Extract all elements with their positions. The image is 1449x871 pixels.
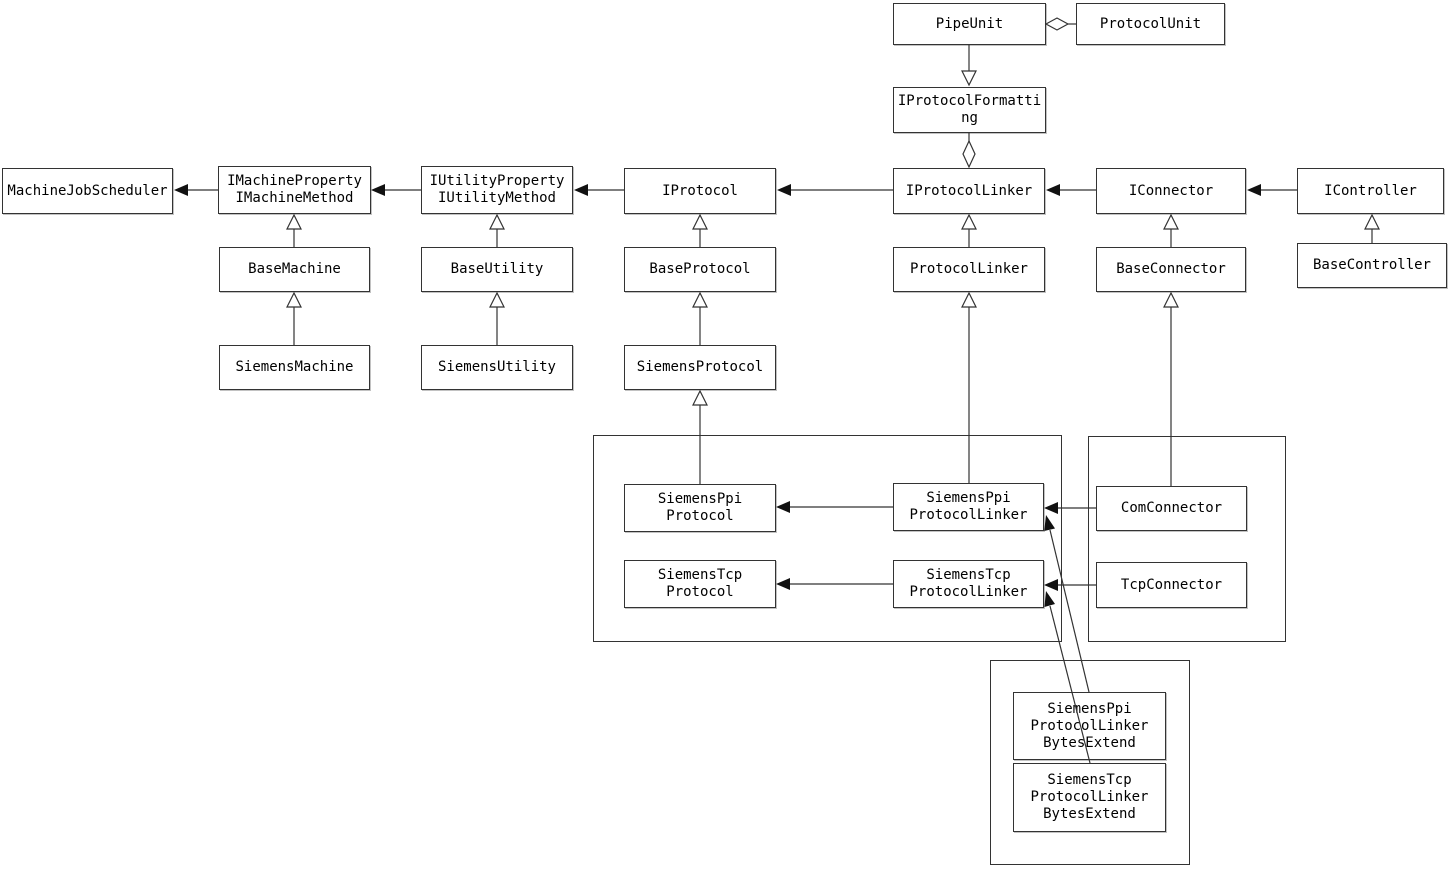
edge-siemensutility-baseutility: [489, 291, 505, 345]
node-siemens-ppi-protocol-linker-bytes-extend[interactable]: SiemensPpi ProtocolLinker BytesExtend: [1013, 692, 1166, 760]
node-siemens-ppi-protocol-linker[interactable]: SiemensPpi ProtocolLinker: [893, 483, 1044, 531]
node-iconnector[interactable]: IConnector: [1096, 168, 1246, 214]
edge-basecontroller-icontroller: [1364, 213, 1380, 243]
node-base-controller[interactable]: BaseController: [1297, 243, 1447, 288]
edge-baseutility-iutility: [489, 213, 505, 247]
edge-pipeunit-iprotocolformatting: [961, 45, 977, 87]
node-siemens-ppi-protocol[interactable]: SiemensPpi Protocol: [624, 484, 776, 532]
edge-baseconnector-iconnector: [1163, 213, 1179, 247]
edge-basemachine-imachine: [286, 213, 302, 247]
node-iprotocol-formatting[interactable]: IProtocolFormatting: [893, 87, 1046, 133]
node-siemens-utility[interactable]: SiemensUtility: [421, 345, 573, 390]
edge-siemensmachine-basemachine: [286, 291, 302, 345]
node-siemens-tcp-protocol[interactable]: SiemensTcp Protocol: [624, 560, 776, 608]
edge-iconnector-iprotocollinker: [1046, 184, 1096, 196]
node-machine-job-scheduler[interactable]: MachineJobScheduler: [2, 168, 173, 214]
edge-pipeunit-protocolunit: [1044, 17, 1076, 31]
node-imachine-property-method[interactable]: IMachineProperty IMachineMethod: [218, 166, 371, 214]
edge-baseprotocol-iprotocol: [692, 213, 708, 247]
node-base-protocol[interactable]: BaseProtocol: [624, 247, 776, 292]
group-siemens-protocol-linker: [593, 435, 1062, 642]
node-protocol-linker[interactable]: ProtocolLinker: [893, 247, 1045, 292]
edge-iprotocol-iutility: [574, 184, 624, 196]
node-siemens-protocol[interactable]: SiemensProtocol: [624, 345, 776, 390]
edge-icontroller-iconnector: [1247, 184, 1297, 196]
node-siemens-machine[interactable]: SiemensMachine: [219, 345, 370, 390]
node-tcp-connector[interactable]: TcpConnector: [1096, 562, 1247, 608]
edge-iprotocolformatting-iprotocollinker: [962, 133, 976, 169]
node-iutility-property-method[interactable]: IUtilityProperty IUtilityMethod: [421, 166, 573, 214]
edge-protocollinker-iprotocollinker: [961, 213, 977, 247]
node-base-utility[interactable]: BaseUtility: [421, 247, 573, 292]
node-base-machine[interactable]: BaseMachine: [219, 247, 370, 292]
node-com-connector[interactable]: ComConnector: [1096, 486, 1247, 531]
edge-iprotocollinker-iprotocol: [777, 184, 893, 196]
node-siemens-tcp-protocol-linker[interactable]: SiemensTcp ProtocolLinker: [893, 560, 1044, 608]
node-iprotocol-linker[interactable]: IProtocolLinker: [893, 168, 1045, 214]
node-iprotocol[interactable]: IProtocol: [624, 168, 776, 214]
node-siemens-tcp-protocol-linker-bytes-extend[interactable]: SiemensTcp ProtocolLinker BytesExtend: [1013, 763, 1166, 832]
node-base-connector[interactable]: BaseConnector: [1096, 247, 1246, 292]
node-pipe-unit[interactable]: PipeUnit: [893, 3, 1046, 45]
edge-imachine-machinejobscheduler: [174, 184, 218, 196]
edge-siemensprotocol-baseprotocol: [692, 291, 708, 345]
group-connectors: [1088, 436, 1286, 642]
node-protocol-unit[interactable]: ProtocolUnit: [1076, 3, 1225, 45]
node-icontroller[interactable]: IController: [1297, 168, 1444, 214]
edge-iutility-imachine: [371, 184, 421, 196]
